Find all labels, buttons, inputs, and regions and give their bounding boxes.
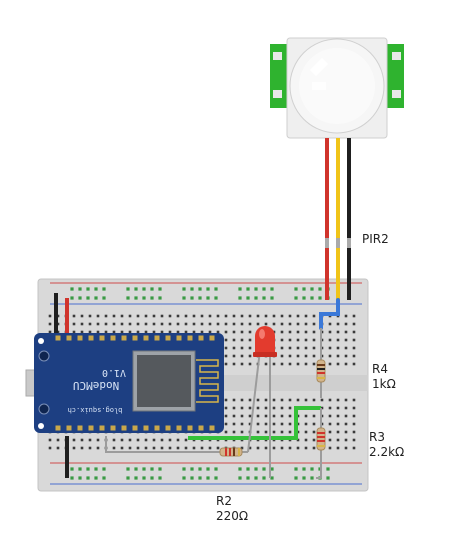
r4-value: 1kΩ (372, 377, 396, 391)
r3-value: 2.2kΩ (369, 445, 405, 459)
resistor-r2 (215, 447, 248, 457)
nodemcu-title: NodeMCU (73, 379, 119, 392)
led-gpio-wire (105, 436, 220, 453)
nodemcu-version: V1.0 (102, 367, 126, 378)
sensor-input-wire (188, 406, 321, 440)
resistor-r3 (316, 408, 326, 479)
nodemcu-pins (55, 335, 215, 431)
signal-jumper-wire (319, 298, 340, 330)
pir-label: PIR2 (362, 232, 389, 246)
red-led (247, 326, 277, 478)
resistor-r4 (316, 328, 326, 398)
r3-label: R3 (369, 430, 385, 444)
r2-label: R2 (216, 494, 232, 508)
nodemcu-board: NodeMCU V1.0 blog.squix.ch (25, 333, 224, 433)
pir-sensor (270, 37, 404, 139)
r2-value: 220Ω (216, 509, 249, 523)
r4-label: R4 (372, 362, 388, 376)
nodemcu-site: blog.squix.ch (68, 406, 123, 414)
